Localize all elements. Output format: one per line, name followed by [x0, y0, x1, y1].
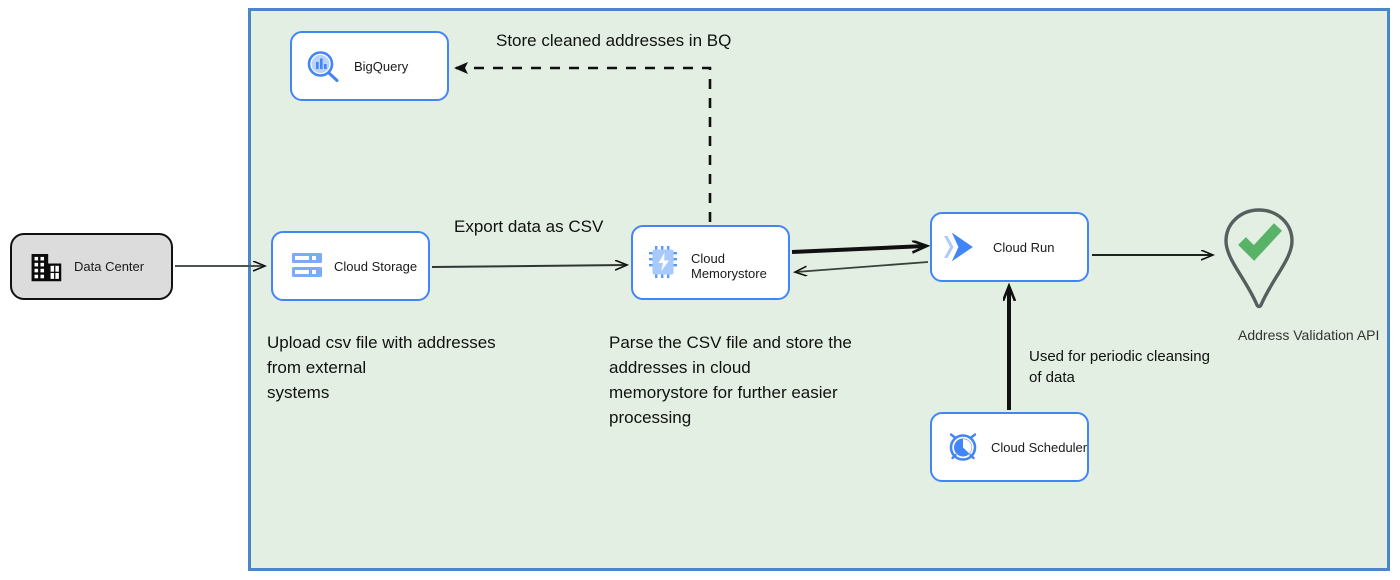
memorystore-chip-icon	[648, 245, 682, 279]
node-cloud-storage[interactable]	[271, 231, 430, 301]
edge-cloudrun-to-memorystore	[796, 261, 929, 272]
annotation-parse-csv: Parse the CSV file and store the address…	[609, 333, 857, 427]
annotation-upload-csv: Upload csv file with addresses from exte…	[267, 333, 496, 402]
bigquery-magnifier-icon	[305, 49, 341, 85]
node-cloud-storage-label: Cloud Storage	[334, 259, 418, 274]
node-cloud-run[interactable]	[930, 212, 1089, 282]
edge-memorystore-to-cloudrun	[791, 246, 925, 254]
building-icon	[28, 248, 66, 286]
node-bigquery-label: BigQuery	[354, 59, 409, 74]
edge-label-export-data-as-csv: Export data as CSV	[454, 217, 604, 236]
node-cloud-memorystore-label: Cloud Memorystore	[691, 251, 767, 281]
map-pin-check-icon[interactable]	[1222, 207, 1296, 309]
node-cloud-run-label: Cloud Run	[993, 240, 1055, 255]
alarm-clock-icon	[945, 429, 981, 465]
node-address-validation-label: Address Validation API	[1238, 327, 1380, 343]
node-data-center-label: Data Center	[74, 259, 145, 274]
node-cloud-scheduler-label: Cloud Scheduler	[991, 440, 1088, 455]
cloud-run-chevron-icon	[942, 229, 980, 265]
edge-memorystore-to-bigquery	[454, 62, 712, 222]
edge-label-store-cleaned-addresses: Store cleaned addresses in BQ	[496, 31, 732, 50]
cloud-storage-icon	[290, 248, 324, 282]
gcp-boundary-container	[248, 8, 1390, 571]
annotation-periodic-cleansing: Used for periodic cleansing of data	[1029, 348, 1215, 386]
edge-storage-to-memorystore	[431, 265, 626, 267]
